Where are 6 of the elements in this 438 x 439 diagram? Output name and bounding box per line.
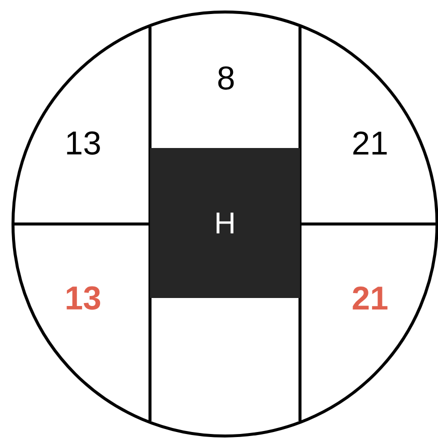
number-label: 13 (67, 131, 100, 155)
filled-square: H (150, 148, 300, 298)
number-label: 13 (66, 286, 100, 310)
number-label: 21 (352, 286, 388, 310)
number-label: 8 (218, 66, 234, 90)
number-label: 21 (353, 131, 387, 155)
